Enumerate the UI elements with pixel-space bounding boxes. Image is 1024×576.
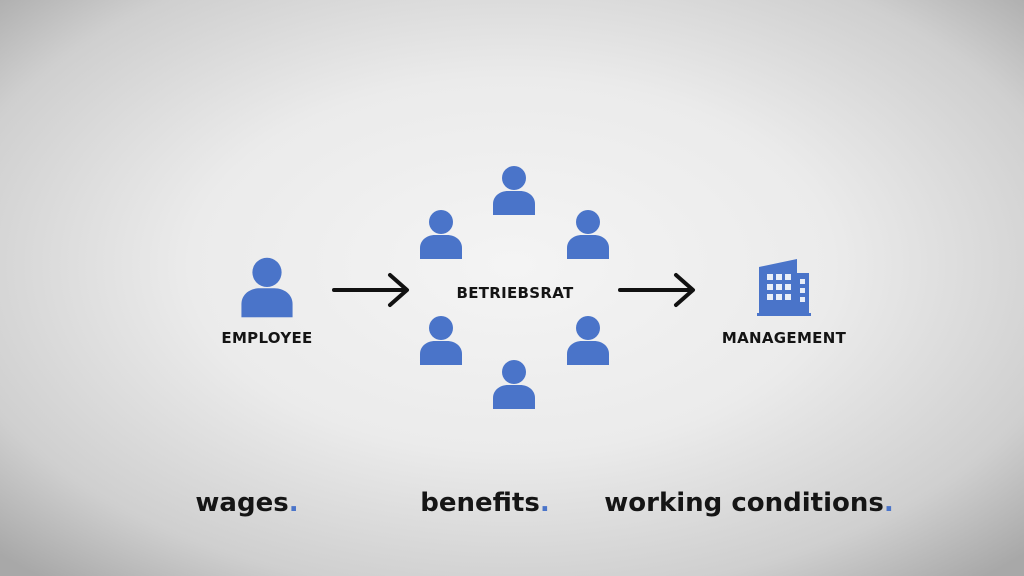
topic-working-conditions: working conditions. bbox=[604, 488, 893, 518]
council-member-upper-right-icon bbox=[565, 209, 611, 259]
council-member-lower-left-icon bbox=[418, 315, 464, 365]
topic-wages: wages. bbox=[195, 488, 298, 518]
topic-word: benefits bbox=[420, 488, 540, 518]
management-label: MANAGEMENT bbox=[721, 329, 847, 347]
council-member-upper-left-icon bbox=[418, 209, 464, 259]
council-member-top-icon bbox=[491, 165, 537, 215]
council-member-bottom-icon bbox=[491, 359, 537, 409]
office-building-icon bbox=[753, 257, 813, 317]
topic-benefits: benefits. bbox=[420, 488, 549, 518]
topic-dot: . bbox=[288, 488, 299, 518]
topic-dot: . bbox=[539, 488, 550, 518]
employee-person-icon bbox=[239, 256, 295, 318]
employee-label: EMPLOYEE bbox=[221, 329, 313, 347]
topic-word: working conditions bbox=[604, 488, 884, 518]
right-arrow-icon bbox=[618, 270, 698, 310]
right-arrow-icon bbox=[332, 270, 412, 310]
council-member-lower-right-icon bbox=[565, 315, 611, 365]
topic-dot: . bbox=[883, 488, 894, 518]
topic-word: wages bbox=[195, 488, 289, 518]
betriebsrat-label: BETRIEBSRAT bbox=[456, 284, 574, 302]
